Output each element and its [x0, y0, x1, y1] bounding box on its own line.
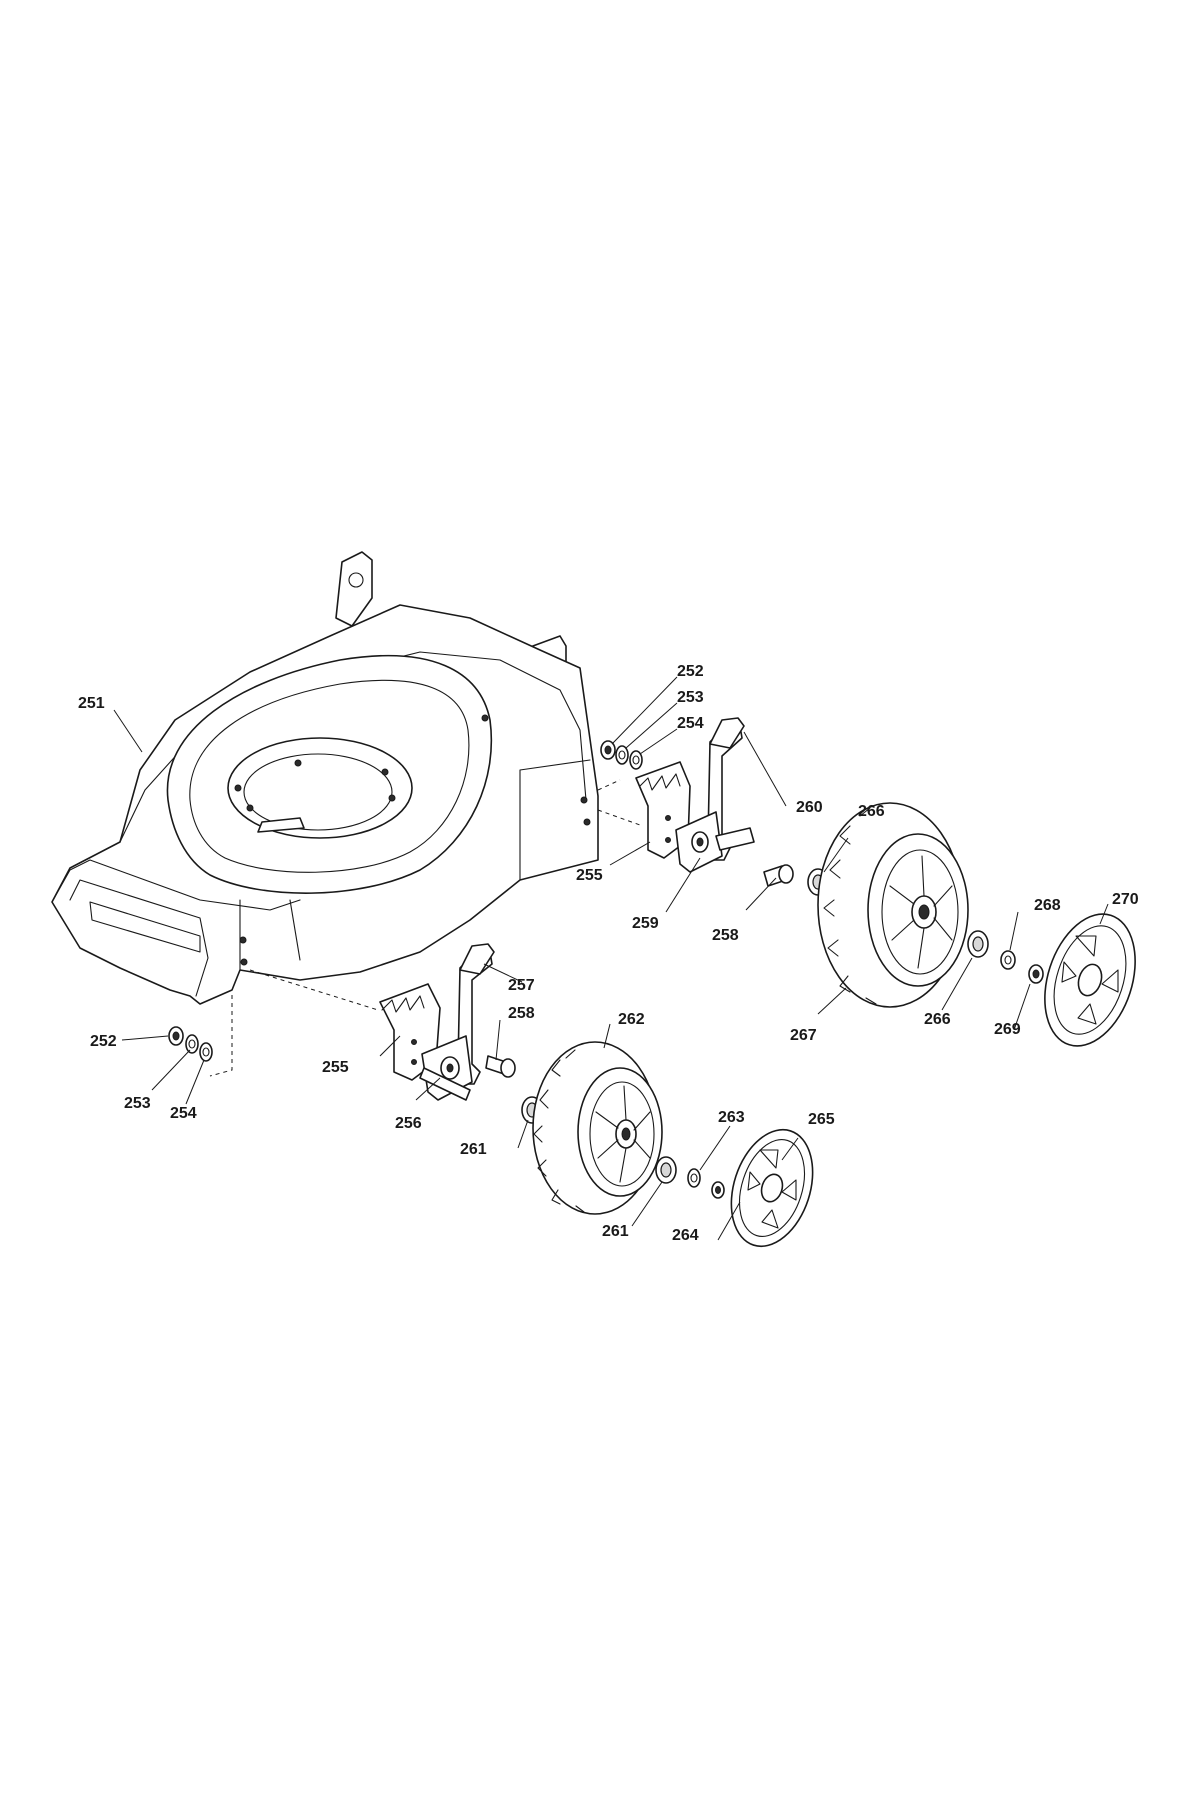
- label-259: 259: [632, 915, 659, 932]
- label-268: 268: [1034, 897, 1061, 914]
- label-252-front: 252: [90, 1033, 117, 1050]
- label-266-inner: 266: [858, 803, 885, 820]
- front-washer-263: [687, 1168, 701, 1188]
- label-267: 267: [790, 1027, 817, 1044]
- front-nut-264: [711, 1181, 725, 1199]
- label-264: 264: [672, 1227, 699, 1244]
- label-255-front: 255: [322, 1059, 349, 1076]
- label-254-front: 254: [170, 1105, 197, 1122]
- front-hub-cap-265: [730, 1128, 814, 1248]
- label-269: 269: [994, 1021, 1021, 1038]
- leader-lines: [113, 676, 1109, 1241]
- label-255-rear: 255: [576, 867, 603, 884]
- assembly-line-front-bracket: [249, 969, 379, 1011]
- label-261-outer: 261: [602, 1223, 629, 1240]
- rear-bolt-258: [763, 864, 794, 887]
- label-257: 257: [508, 977, 535, 994]
- front-wheel-262: [532, 1041, 663, 1215]
- front-washer-253: [185, 1034, 199, 1054]
- front-washer-254: [199, 1042, 213, 1062]
- assembly-line-rear: [597, 809, 641, 826]
- rear-hub-cap-270: [1044, 913, 1136, 1047]
- label-270: 270: [1112, 891, 1139, 908]
- rear-wheel-267: [817, 802, 969, 1008]
- label-265: 265: [808, 1111, 835, 1128]
- label-263: 263: [718, 1109, 745, 1126]
- label-260: 260: [796, 799, 823, 816]
- front-nut-252: [168, 1026, 184, 1046]
- rear-nut-269: [1028, 964, 1044, 984]
- label-258-rear: 258: [712, 927, 739, 944]
- rear-washer-268: [1000, 950, 1016, 970]
- rear-wheel-bearing-266-outer: [967, 930, 989, 958]
- label-254-rear: 254: [677, 715, 704, 732]
- part-number-labels: 251 252 253 254 252 253 254 255 255 256 …: [78, 663, 1139, 1244]
- assembly-line-front: [209, 995, 233, 1077]
- front-axle-bracket-256: [419, 1035, 473, 1101]
- label-258-front: 258: [508, 1005, 535, 1022]
- label-256: 256: [395, 1115, 422, 1132]
- label-253-front: 253: [124, 1095, 151, 1112]
- assembly-line-rear-washers: [597, 779, 621, 791]
- rear-nut-252: [600, 740, 616, 760]
- rear-washer-254: [629, 750, 643, 770]
- rear-axle-bracket-259: [675, 811, 755, 873]
- label-262: 262: [618, 1011, 645, 1028]
- label-261-inner: 261: [460, 1141, 487, 1158]
- label-266-outer: 266: [924, 1011, 951, 1028]
- label-252-rear: 252: [677, 663, 704, 680]
- label-253-rear: 253: [677, 689, 704, 706]
- rear-washer-253: [615, 745, 629, 765]
- front-wheel-bearing-261-outer: [655, 1156, 677, 1184]
- front-bolt-258: [485, 1055, 516, 1078]
- mower-deck-part-251: [51, 551, 599, 1005]
- label-251: 251: [78, 695, 105, 712]
